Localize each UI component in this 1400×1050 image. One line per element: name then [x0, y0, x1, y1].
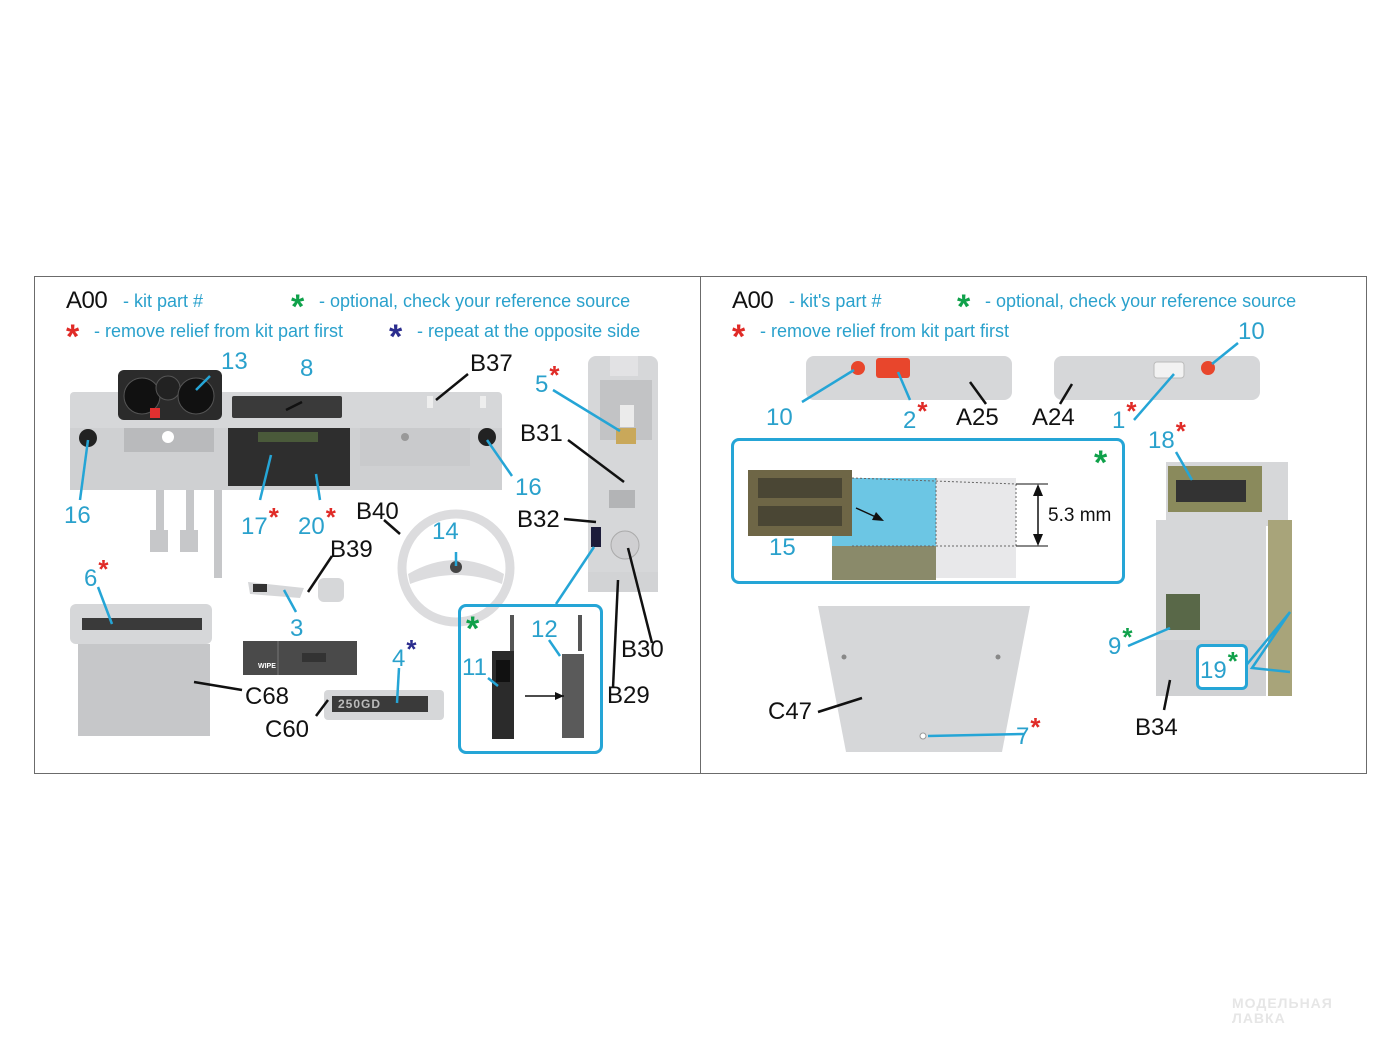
- remove-star-icon: *: [268, 502, 279, 532]
- part-number-11: 11: [462, 654, 487, 681]
- kit-label-C68: C68: [245, 683, 290, 710]
- optional-star-icon: *: [957, 288, 971, 326]
- optional-star-icon: *: [1227, 646, 1238, 676]
- kit-label-B40: B40: [356, 498, 399, 525]
- legend-optional-text-right: - optional, check your reference source: [985, 291, 1297, 311]
- remove-star-icon: *: [98, 554, 109, 584]
- optional-star-icon: *: [466, 610, 480, 648]
- kit-label-B30: B30: [621, 636, 664, 663]
- part-number-19: 19*: [1200, 646, 1238, 684]
- part-number-8: 8: [300, 355, 314, 382]
- part-number-13: 13: [221, 348, 248, 375]
- decal-wipe-text: WIPE: [258, 663, 276, 670]
- part-number-10-right: 10: [1238, 318, 1265, 345]
- remove-star-icon: *: [66, 318, 80, 356]
- part-number-20: 20*: [298, 502, 336, 540]
- rack-optional-callout-frame: [731, 438, 1125, 584]
- remove-star-icon: *: [1030, 712, 1041, 742]
- kit-label-B34: B34: [1135, 714, 1178, 741]
- kit-label-C47: C47: [768, 698, 813, 725]
- kit-label-B39: B39: [330, 536, 373, 563]
- part-number-16-left: 16: [64, 502, 91, 529]
- legend-remove-text: - remove relief from kit part first: [94, 321, 344, 341]
- repeat-star-icon: *: [406, 634, 417, 664]
- legend-repeat-text: - repeat at the opposite side: [417, 321, 641, 341]
- legend-kit-text: - kit part #: [123, 291, 204, 311]
- radio-optional-callout-frame: [458, 604, 603, 754]
- legend-kit-text-right: - kit's part #: [789, 291, 882, 311]
- legend-optional-text: - optional, check your reference source: [319, 291, 631, 311]
- part-number-10-left: 10: [766, 404, 793, 431]
- optional-star-icon: *: [1094, 444, 1108, 482]
- remove-star-icon: *: [549, 360, 560, 390]
- kit-label-B37: B37: [470, 350, 513, 377]
- kit-label-C60: C60: [265, 716, 310, 743]
- kit-label-B32: B32: [517, 506, 560, 533]
- part-number-7: 7*: [1016, 712, 1041, 750]
- remove-star-icon: *: [325, 502, 336, 532]
- repeat-star-icon: *: [389, 318, 403, 356]
- remove-star-icon: *: [917, 396, 928, 426]
- part-number-4: 4*: [392, 634, 417, 672]
- badge-text: 250GD: [338, 697, 382, 711]
- part-number-3: 3: [290, 615, 304, 642]
- legend-kit-code: A00: [66, 287, 108, 314]
- legend-kit-code-right: A00: [732, 287, 774, 314]
- part-number-18: 18*: [1148, 416, 1186, 454]
- remove-star-icon: *: [1175, 416, 1186, 446]
- legend-remove-text-right: - remove relief from kit part first: [760, 321, 1010, 341]
- part-number-17: 17*: [241, 502, 279, 540]
- watermark-logo: МОДЕЛЬНАЯ ЛАВКА: [1232, 995, 1333, 1026]
- optional-star-icon: *: [1122, 622, 1133, 652]
- part-19-callout-frame: [1196, 644, 1248, 690]
- part-number-14: 14: [432, 518, 459, 545]
- remove-star-icon: *: [732, 318, 746, 356]
- kit-label-B31: B31: [520, 420, 563, 447]
- kit-label-A25: A25: [956, 404, 999, 431]
- part-number-9: 9*: [1108, 622, 1133, 660]
- part-number-6: 6*: [84, 554, 109, 592]
- part-number-5: 5*: [535, 360, 560, 398]
- part-number-16-right: 16: [515, 474, 542, 501]
- kit-label-A24: A24: [1032, 404, 1075, 431]
- part-number-12: 12: [531, 616, 558, 643]
- optional-star-icon: *: [291, 288, 305, 326]
- part-number-1: 1*: [1112, 396, 1137, 434]
- remove-star-icon: *: [1126, 396, 1137, 426]
- dimension-label: 5.3 mm: [1048, 505, 1112, 526]
- kit-label-B29: B29: [607, 682, 650, 709]
- part-number-15: 15: [769, 534, 796, 561]
- part-number-2: 2*: [903, 396, 928, 434]
